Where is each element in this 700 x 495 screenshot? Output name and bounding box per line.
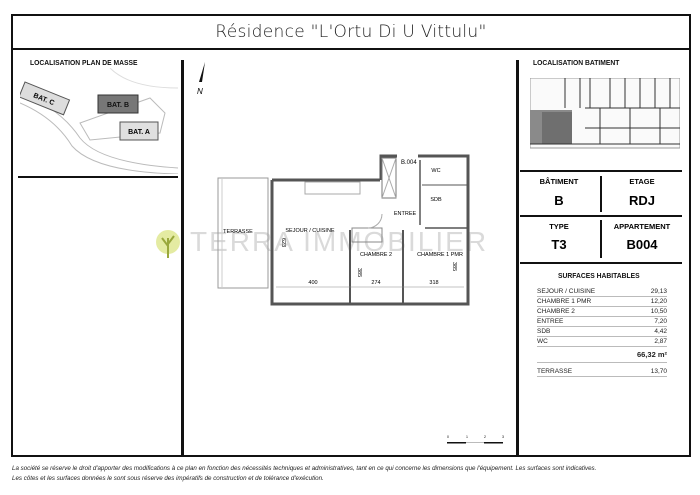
surface-value: 7,20 [654,318,667,325]
title-bar: Résidence "L'Ortu Di U Vittulu" [13,16,689,50]
info-row-divider [520,215,682,217]
floor-plan: TERRASSE B.004 SEJOUR / CUISINE ENTREE W… [217,154,470,306]
right-divider [516,60,519,455]
surface-row: WC 2,87 [537,337,667,347]
appartement-label: APPARTEMENT [613,222,671,231]
building-location-plan [530,78,680,149]
building-c: BAT. C [20,81,71,116]
etage-label: ETAGE [629,177,655,186]
appartement-value: B004 [626,237,658,252]
building-location-label: LOCALISATION BATIMENT [533,58,620,67]
etage-value: RDJ [628,193,655,208]
north-arrow-icon: N [197,62,205,96]
scale-bar: 0 1 2 3 [447,435,504,444]
surface-value: 4,42 [654,328,667,335]
info-divider [600,176,602,212]
building-a-label: BAT. A [128,129,150,136]
terrace-value: 13,70 [650,368,667,375]
surface-row: SEJOUR / CUISINE 29,13 [537,287,667,297]
room-chambre-2: CHAMBRE 2 [360,252,392,258]
walls [270,154,470,306]
terrace-name: TERRASSE [537,368,573,375]
left-divider [181,60,184,455]
surface-name: CHAMBRE 2 [537,308,575,315]
building-b: BAT. B [97,94,139,114]
surfaces-divider [520,262,682,264]
surface-value: 12,20 [650,298,667,305]
building-b-label: BAT. B [107,102,129,109]
site-plan-divider [18,176,178,178]
scale-tick-3: 3 [502,435,504,439]
dim-400: 400 [308,280,317,286]
surfaces-title: SURFACES HABITABLES [558,271,640,280]
dim-318: 318 [429,280,438,286]
dim-385-b: 385 [451,262,457,271]
surface-value: 2,87 [654,338,667,345]
terrace-area: TERRASSE [217,177,269,289]
dim-623: 623 [280,238,286,247]
surface-value: 29,13 [650,288,667,295]
surface-row: CHAMBRE 1 PMR 12,20 [537,297,667,307]
watermark-text: TERRA IMMOBILIER [190,226,489,257]
terrace-row: TERRASSE 13,70 [537,367,667,377]
site-plan-label: LOCALISATION PLAN DE MASSE [30,58,138,67]
scale-tick-1: 1 [466,435,468,439]
surface-row: ENTREE 7,20 [537,317,667,327]
surface-total: 66,32 m² [537,347,667,363]
site-plan-map: BAT. C BAT. B BAT. A [20,68,178,174]
surface-name: WC [537,338,548,345]
disclaimer-line-1: La société se réserve le droit d'apporte… [12,465,597,472]
surface-name: CHAMBRE 1 PMR [537,298,592,305]
room-chambre-1: CHAMBRE 1 PMR [417,252,463,258]
north-label: N [197,87,203,96]
room-entree: ENTREE [394,211,417,217]
surface-name: SEJOUR / CUISINE [537,288,596,295]
surface-name: ENTREE [537,318,564,325]
dim-274: 274 [371,280,380,286]
surface-value: 10,50 [650,308,667,315]
room-sdb: SDB [430,197,442,203]
surface-name: SDB [537,328,551,335]
surface-row: SDB 4,42 [537,327,667,337]
scale-tick-0: 0 [447,435,449,439]
scale-tick-2: 2 [484,435,486,439]
disclaimer-line-2: Les côtes et les surfaces données le son… [12,475,324,482]
building-plan-divider [520,170,682,172]
terra-logo-icon [156,230,180,258]
batiment-label: BÂTIMENT [539,177,579,186]
surface-row: CHAMBRE 2 10,50 [537,307,667,317]
dim-385-a: 385 [356,268,362,277]
residence-title: Résidence "L'Ortu Di U Vittulu" [215,22,487,42]
room-terrasse: TERRASSE [223,229,253,235]
building-a: BAT. A [119,121,159,141]
batiment-value: B [554,193,564,208]
info-divider-2 [600,220,602,258]
room-wc: WC [431,168,440,174]
room-sejour: SEJOUR / CUISINE [285,228,335,234]
surfaces-table: SEJOUR / CUISINE 29,13 CHAMBRE 1 PMR 12,20… [537,287,667,377]
type-label: TYPE [549,222,569,231]
type-value: T3 [551,237,567,252]
plan-sheet: Résidence "L'Ortu Di U Vittulu" [11,14,691,457]
unit-label: B.004 [401,160,417,166]
